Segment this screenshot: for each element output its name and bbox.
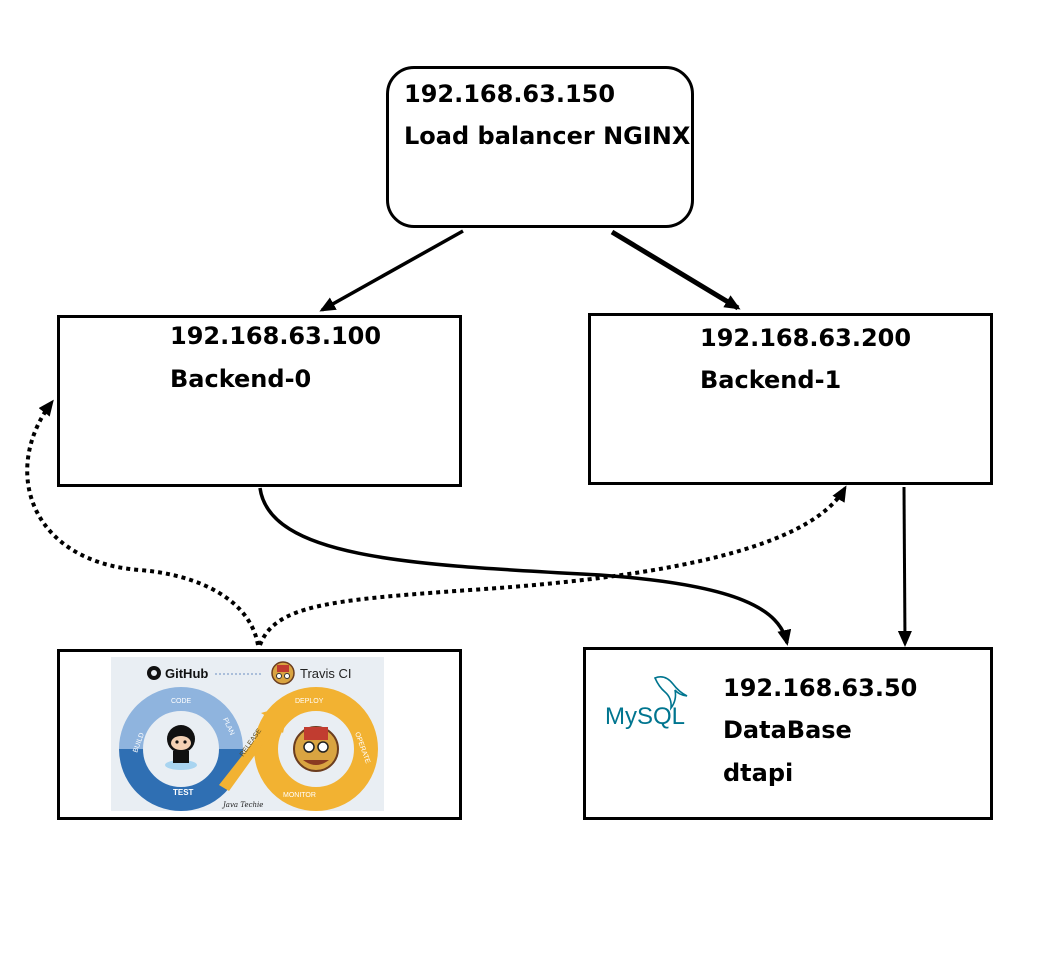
mysql-logo: MySQL: [605, 676, 688, 730]
backend-1-ip: 192.168.63.200: [700, 324, 912, 352]
github-icon: [147, 666, 161, 680]
backend-0-ip: 192.168.63.100: [170, 322, 382, 350]
arrow-lb-to-backend0: [319, 229, 464, 312]
database-ip: 192.168.63.50: [723, 674, 918, 702]
arrow-backend0-to-db: [258, 487, 792, 646]
github-travis-ci-illustration: GitHub Travis CI CODE BUILD TEST PLAN RE…: [111, 657, 384, 811]
dolphin-icon: [653, 676, 688, 711]
dotted-ci-to-backend0: [25, 399, 260, 646]
travis-mascot-icon: [293, 726, 339, 772]
credit-label: Java Techie: [221, 801, 263, 809]
travis-icon: [271, 661, 295, 685]
backend-0-name: Backend-0: [170, 365, 312, 393]
backend-1-node: [588, 313, 993, 485]
stage-label-code: CODE: [171, 698, 192, 705]
stage-label-deploy: DEPLOY: [295, 698, 324, 705]
database-name: DataBase: [723, 716, 852, 744]
stage-label-monitor: MONITOR: [283, 792, 316, 799]
backend-1-name: Backend-1: [700, 366, 842, 394]
stage-label-test: TEST: [173, 788, 194, 797]
load-balancer-ip: 192.168.63.150: [404, 80, 616, 108]
octocat-icon: [165, 725, 197, 770]
backend-0-node: [57, 315, 462, 487]
github-label: GitHub: [165, 666, 208, 681]
arrow-backend1-to-db: [897, 486, 912, 647]
travis-label: Travis CI: [300, 666, 352, 681]
mysql-logo-text: MySQL: [605, 703, 685, 730]
arrow-lb-to-backend1: [610, 229, 741, 311]
database-schema: dtapi: [723, 759, 794, 787]
load-balancer-node: [386, 66, 694, 228]
database-node: [583, 647, 993, 820]
load-balancer-name: Load balancer NGINX: [404, 122, 691, 150]
dotted-ci-to-backend1: [258, 485, 847, 646]
